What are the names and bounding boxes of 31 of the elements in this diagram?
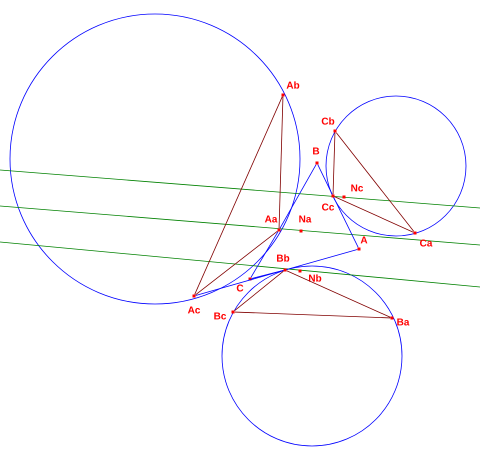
point-label: Bb (277, 254, 290, 262)
segment (333, 197, 359, 248)
point-label: Cc (322, 203, 334, 211)
segment (334, 196, 414, 233)
segment (234, 270, 284, 312)
point-label: Bc (214, 312, 226, 320)
segment (332, 132, 336, 195)
segment (250, 231, 278, 278)
point-label: B (313, 148, 320, 154)
segment (234, 312, 391, 318)
point-label: C (236, 284, 244, 292)
point-label: Ba (397, 318, 410, 326)
segment (286, 270, 391, 318)
point-label: A (360, 236, 368, 244)
point-label: Na (299, 216, 312, 222)
point-label: Nc (351, 184, 364, 192)
segment (195, 230, 278, 296)
segment (286, 249, 358, 270)
point-label: Ac (188, 306, 200, 314)
segment (280, 164, 316, 229)
point-label: Ca (420, 239, 432, 247)
point-label: Cb (322, 117, 334, 125)
segment (195, 270, 284, 296)
point-label: Aa (264, 216, 278, 222)
segment (194, 96, 283, 295)
segment (251, 270, 284, 279)
segment (278, 96, 284, 229)
point-label: Nb (309, 274, 322, 282)
segment (336, 132, 414, 232)
point-label: Ab (286, 81, 300, 89)
segment (317, 164, 333, 195)
